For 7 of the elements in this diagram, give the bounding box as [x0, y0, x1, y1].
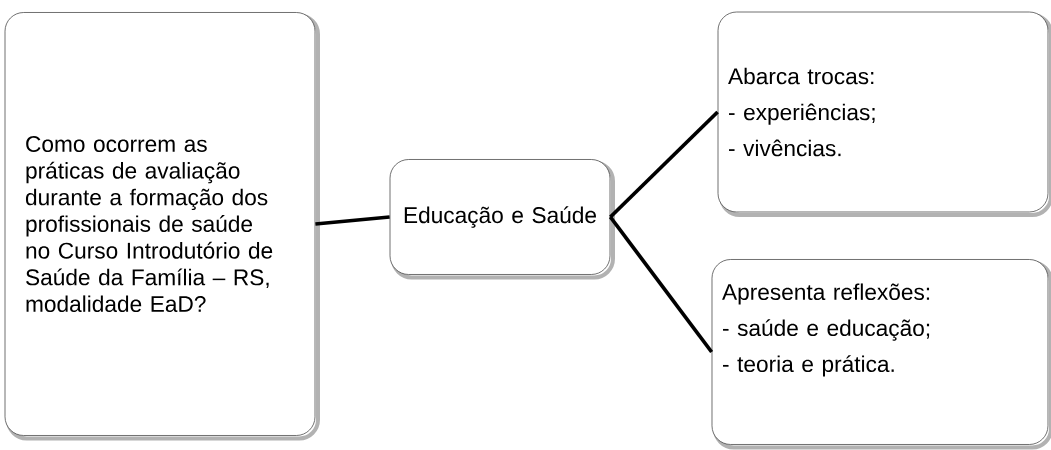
connector-line	[609, 110, 719, 219]
text-box: Como ocorrem as práticas de avaliação durante a formação dos profissionais de saúde no Curso Introdutório de Saúde da Família – RS, modalidade EaD?	[4, 12, 320, 441]
connector-line	[315, 215, 390, 226]
connector-line	[608, 215, 714, 354]
text-box: Apresenta reflexões: - saúde e educação; - teoria e prática.	[711, 259, 1051, 450]
text-box: Educação e Saúde	[389, 159, 615, 280]
text-box: Abarca trocas: - experiências; - vivências.	[717, 11, 1051, 217]
